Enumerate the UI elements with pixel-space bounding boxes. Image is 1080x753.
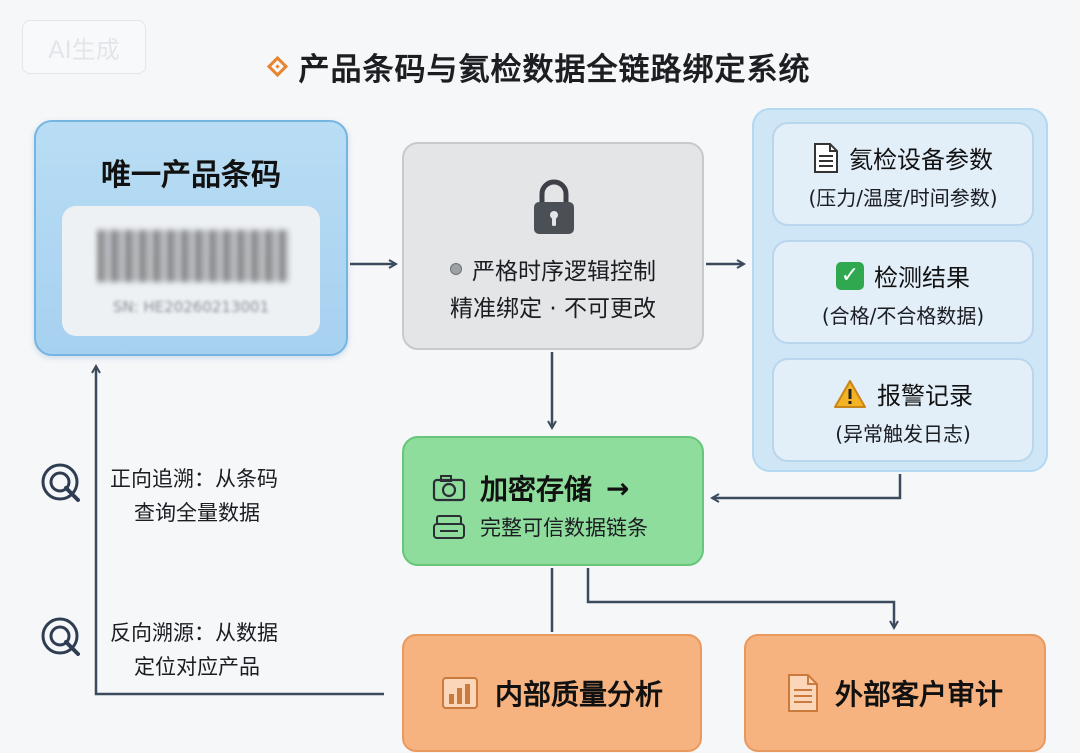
warning-icon	[834, 379, 866, 408]
camera-icon	[432, 475, 466, 502]
arrow-traceback-to-barcode	[96, 366, 384, 696]
storage-line-2: 完整可信数据链条	[432, 512, 648, 542]
internal-analysis-label: 内部质量分析	[494, 678, 663, 711]
alarm-record-card: 报警记录 (异常触发日志)	[772, 358, 1034, 462]
forward-trace-note: 正向追溯：从条码 查询全量数据	[40, 462, 278, 530]
backward-trace-note: 反向溯源：从数据 定位对应产品	[40, 616, 278, 684]
forward-trace-text: 正向追溯：从条码 查询全量数据	[110, 462, 278, 530]
lock-line-2: 精准绑定 · 不可更改	[450, 296, 656, 322]
document-icon	[814, 142, 838, 173]
chart-icon	[441, 677, 478, 709]
test-result-subtitle: (合格/不合格数据)	[821, 304, 985, 328]
alarm-record-title-row: 报警记录	[774, 376, 1032, 411]
arrow-panel-to-storage	[712, 474, 902, 498]
barcode-title: 唯一产品条码	[101, 158, 281, 193]
lock-line-1: 严格时序逻辑控制	[404, 252, 702, 286]
test-result-card: ✓ 检测结果 (合格/不合格数据)	[772, 240, 1034, 344]
device-params-subtitle: (压力/温度/时间参数)	[808, 186, 998, 210]
checkbox-icon: ✓	[836, 261, 864, 290]
device-params-card: 氦检设备参数 (压力/温度/时间参数)	[772, 122, 1034, 226]
title-row: 产品条码与氦检数据全链路绑定系统	[0, 44, 1080, 88]
watermark-text: AI生成	[48, 35, 120, 64]
ai-generated-watermark: AI生成	[22, 20, 146, 74]
lock-control-box: 严格时序逻辑控制 精准绑定 · 不可更改	[402, 142, 704, 350]
barcode-serial: SN: HE20260213001	[112, 298, 270, 316]
forward-trace-line-2: 查询全量数据	[134, 501, 260, 525]
magnifier-icon	[41, 617, 80, 656]
device-params-title-row: 氦检设备参数	[774, 140, 1032, 175]
encrypted-storage-box: 加密存储 → 完整可信数据链条	[402, 436, 704, 566]
backward-trace-text: 反向溯源：从数据 定位对应产品	[110, 616, 278, 684]
lock-icon	[534, 179, 574, 234]
barcode-label: SN: HE20260213001	[62, 206, 320, 336]
arrow-storage-to-external	[586, 568, 894, 628]
database-icon	[433, 515, 465, 539]
barcode-box: 唯一产品条码 SN: HE20260213001	[34, 120, 348, 356]
backward-trace-line-1: 反向溯源：从数据	[110, 621, 278, 645]
alarm-record-subtitle: (异常触发日志)	[835, 422, 971, 446]
alarm-record-title: 报警记录	[877, 382, 973, 410]
page-title: 产品条码与氦检数据全链路绑定系统	[298, 51, 811, 88]
data-panel: 氦检设备参数 (压力/温度/时间参数) ✓ 检测结果 (合格/不合格数据) 报警…	[752, 108, 1048, 472]
magnifier-icon	[41, 463, 80, 502]
barcode-icon	[98, 230, 288, 282]
right-arrow-icon: →	[606, 471, 630, 505]
bullet-icon	[450, 263, 462, 275]
test-result-title-row: ✓ 检测结果	[774, 258, 1032, 293]
forward-trace-line-1: 正向追溯：从条码	[110, 467, 278, 491]
lock-line-1-text: 严格时序逻辑控制	[472, 259, 656, 285]
external-audit-box: 外部客户审计	[744, 634, 1046, 752]
storage-line-1: 加密存储 →	[432, 468, 629, 508]
test-result-title: 检测结果	[874, 264, 970, 292]
external-audit-label: 外部客户审计	[834, 678, 1003, 711]
storage-title: 加密存储	[480, 473, 593, 506]
document-icon	[787, 674, 818, 712]
device-params-title: 氦检设备参数	[849, 146, 993, 174]
backward-trace-line-2: 定位对应产品	[134, 655, 260, 679]
storage-subtitle: 完整可信数据链条	[480, 516, 648, 540]
internal-quality-analysis-box: 内部质量分析	[402, 634, 702, 752]
